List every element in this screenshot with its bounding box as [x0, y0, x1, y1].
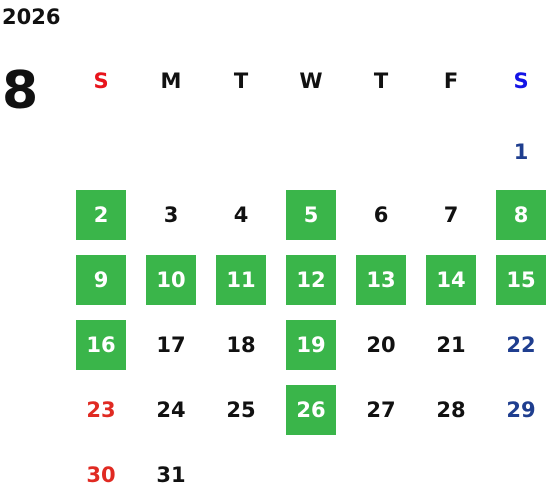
day-number[interactable]: 13 [356, 255, 406, 305]
day-number[interactable]: 14 [426, 255, 476, 305]
weekday-tuesday: T [233, 69, 249, 93]
day-number[interactable]: 30 [86, 463, 116, 487]
day-cell: 28 [416, 385, 486, 435]
day-cell [276, 450, 346, 500]
day-number[interactable]: 26 [286, 385, 336, 435]
day-cell [346, 450, 416, 500]
day-number[interactable]: 24 [156, 398, 186, 422]
day-cell [416, 127, 486, 177]
day-number[interactable]: 16 [76, 320, 126, 370]
day-cell: 11 [206, 255, 276, 305]
day-cell: 27 [346, 385, 416, 435]
day-cell: 8 [486, 190, 548, 240]
day-cell: 12 [276, 255, 346, 305]
day-cell: 23 [66, 385, 136, 435]
weekday-header: S M T W T F S [66, 61, 546, 101]
day-number[interactable]: 31 [156, 463, 186, 487]
year-label: 2026 [2, 5, 61, 29]
month-number: 8 [2, 61, 39, 121]
day-number[interactable]: 4 [233, 203, 249, 227]
week-row: 16 17 18 19 20 21 22 [66, 320, 546, 370]
day-cell [206, 450, 276, 500]
day-number[interactable]: 21 [436, 333, 466, 357]
day-number[interactable]: 3 [163, 203, 179, 227]
week-row: 2 3 4 5 6 7 8 [66, 190, 546, 240]
day-cell: 30 [66, 450, 136, 500]
day-cell: 7 [416, 190, 486, 240]
week-row: 30 31 [66, 450, 546, 500]
day-number[interactable]: 27 [366, 398, 396, 422]
day-cell [416, 450, 486, 500]
day-cell: 3 [136, 190, 206, 240]
day-cell: 20 [346, 320, 416, 370]
day-cell: 9 [66, 255, 136, 305]
day-cell: 31 [136, 450, 206, 500]
day-number[interactable]: 22 [506, 333, 536, 357]
day-number[interactable]: 2 [76, 190, 126, 240]
day-cell: 5 [276, 190, 346, 240]
weekday-sunday: S [93, 69, 109, 93]
day-cell [136, 127, 206, 177]
day-cell [486, 450, 548, 500]
weekday-monday: M [160, 69, 182, 93]
day-cell [276, 127, 346, 177]
day-cell: 10 [136, 255, 206, 305]
day-cell: 6 [346, 190, 416, 240]
week-row: 9 10 11 12 13 14 15 [66, 255, 546, 305]
day-number[interactable]: 6 [373, 203, 389, 227]
day-cell: 15 [486, 255, 548, 305]
day-number[interactable]: 20 [366, 333, 396, 357]
day-cell [66, 127, 136, 177]
day-cell: 16 [66, 320, 136, 370]
day-cell: 13 [346, 255, 416, 305]
day-cell: 25 [206, 385, 276, 435]
day-cell [346, 127, 416, 177]
day-cell: 26 [276, 385, 346, 435]
day-number[interactable]: 7 [443, 203, 459, 227]
day-number[interactable]: 28 [436, 398, 466, 422]
day-number[interactable]: 11 [216, 255, 266, 305]
weekday-thursday: T [373, 69, 389, 93]
day-cell: 19 [276, 320, 346, 370]
day-number[interactable]: 15 [496, 255, 546, 305]
day-cell: 2 [66, 190, 136, 240]
day-number[interactable]: 17 [156, 333, 186, 357]
day-number[interactable]: 5 [286, 190, 336, 240]
weekday-saturday: S [513, 69, 529, 93]
day-number[interactable]: 9 [76, 255, 126, 305]
week-row: 1 [66, 127, 546, 177]
weekday-friday: F [443, 69, 459, 93]
day-number[interactable]: 1 [513, 140, 529, 164]
day-cell: 4 [206, 190, 276, 240]
day-cell [206, 127, 276, 177]
day-number[interactable]: 12 [286, 255, 336, 305]
day-number[interactable]: 29 [506, 398, 536, 422]
day-number[interactable]: 8 [496, 190, 546, 240]
day-cell: 29 [486, 385, 548, 435]
day-cell: 18 [206, 320, 276, 370]
day-cell: 1 [486, 127, 548, 177]
day-number[interactable]: 25 [226, 398, 256, 422]
day-number[interactable]: 18 [226, 333, 256, 357]
day-cell: 17 [136, 320, 206, 370]
weekday-wednesday: W [299, 69, 323, 93]
day-cell: 14 [416, 255, 486, 305]
day-number[interactable]: 19 [286, 320, 336, 370]
day-cell: 21 [416, 320, 486, 370]
week-row: 23 24 25 26 27 28 29 [66, 385, 546, 435]
day-cell: 24 [136, 385, 206, 435]
day-number[interactable]: 23 [86, 398, 116, 422]
day-number[interactable]: 10 [146, 255, 196, 305]
day-cell: 22 [486, 320, 548, 370]
